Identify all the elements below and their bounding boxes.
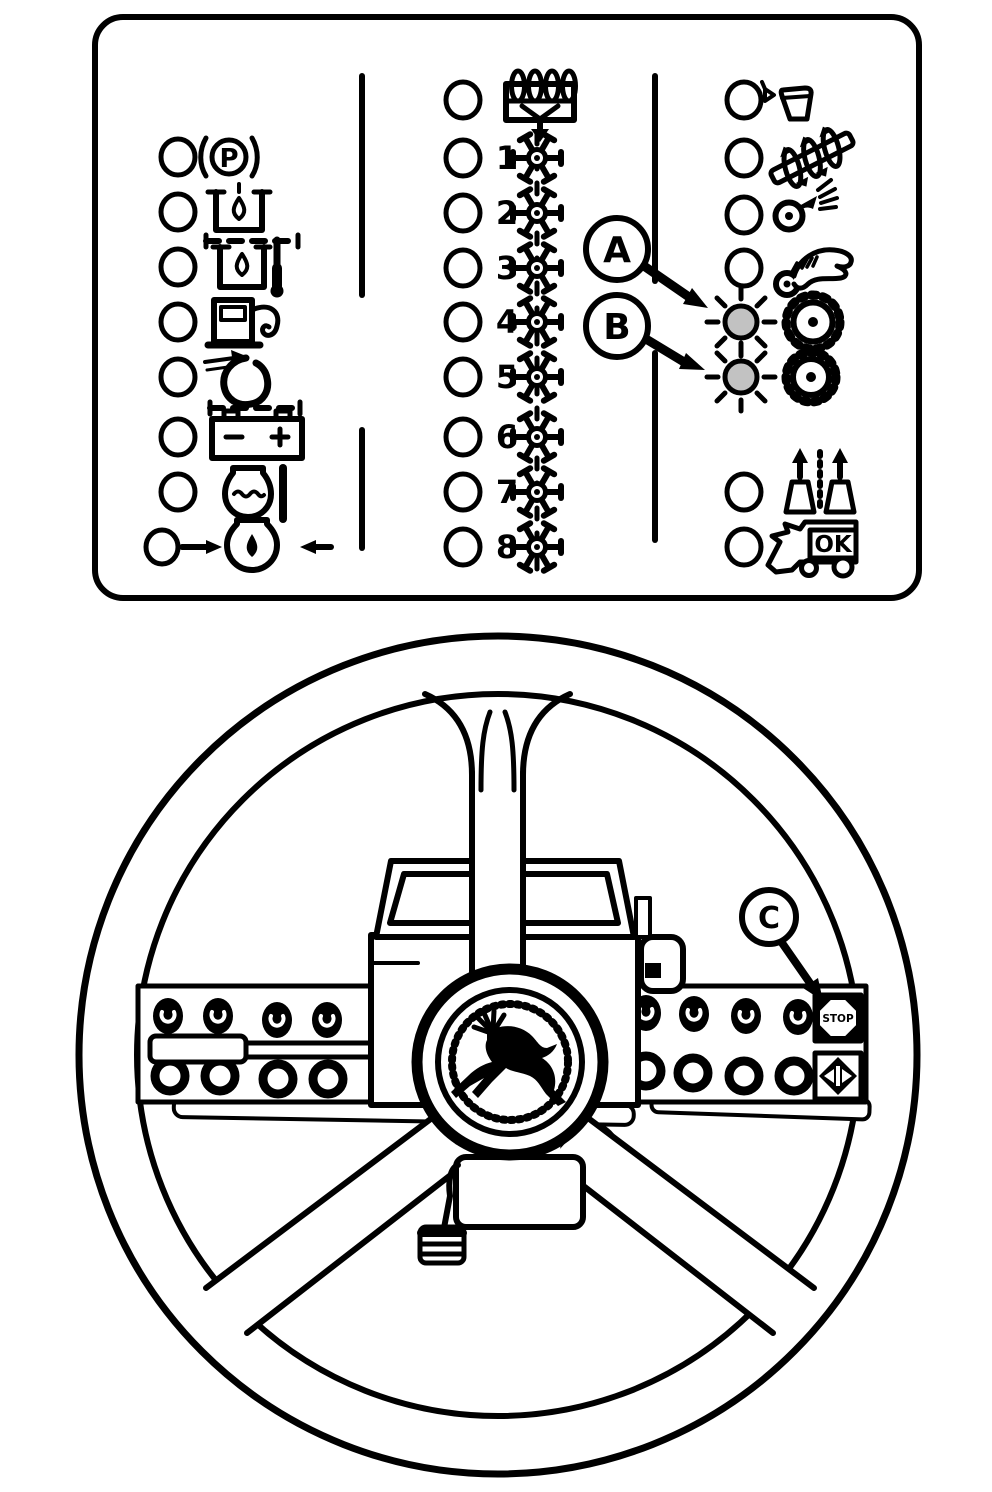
column-handle-latch — [645, 963, 661, 978]
round-button — [678, 1058, 708, 1088]
tilt-pedal — [417, 1224, 467, 1266]
transmission-oil-level-icon — [203, 182, 301, 250]
panel-left-column: P — [143, 135, 334, 573]
console-lever-bar — [243, 1040, 381, 1060]
air-filter-restriction-icon — [203, 350, 303, 417]
callout-a: A — [583, 215, 708, 308]
lamp-parking-brake — [161, 139, 195, 175]
callout-c-label: C — [758, 901, 780, 936]
round-button — [263, 1064, 293, 1094]
diamond-arrows-button — [812, 1050, 864, 1102]
pedal-stem — [441, 1162, 461, 1231]
feed-gear-2-icon — [781, 347, 841, 407]
ok-label: OK — [814, 532, 853, 558]
lamp-marker — [727, 474, 761, 510]
console-lever-handle — [147, 1033, 249, 1065]
row-4: 4 — [446, 298, 561, 346]
lamp-air-filter — [161, 359, 195, 395]
coolant-level-icon — [222, 464, 287, 523]
rotary-knob — [260, 1000, 294, 1040]
parking-brake-glyph: P — [219, 144, 238, 174]
rotary-knob — [151, 996, 185, 1036]
leaping-deer-logo — [451, 1008, 566, 1106]
hopper-level-icon — [760, 80, 814, 122]
row-6: 6 — [446, 413, 561, 461]
wheel-lower-spokes — [203, 1115, 817, 1336]
lamp-battery — [161, 419, 195, 455]
row-number: 6 — [496, 418, 518, 456]
lamp-feed-gear-b — [722, 358, 760, 396]
round-button — [155, 1061, 185, 1091]
row-number: 8 — [496, 528, 518, 566]
panel-right-column: OK — [707, 80, 859, 579]
round-button — [313, 1064, 343, 1094]
lamp-hopper-level — [727, 82, 761, 118]
steering-wheel: STOP — [75, 632, 921, 1478]
row-2: 2 — [446, 189, 561, 237]
row-8: 8 — [446, 523, 561, 571]
oil-filter-flow-icon — [179, 517, 334, 573]
stop-octagon-icon — [816, 996, 860, 1040]
round-button — [729, 1061, 759, 1091]
seed-hopper-auger-icon — [503, 68, 578, 142]
callout-b-label: B — [603, 307, 630, 348]
wheel-top-spoke — [422, 691, 573, 988]
rotary-knob — [310, 1000, 344, 1040]
row-number: 7 — [496, 473, 518, 511]
row-number: 1 — [496, 139, 518, 177]
row-1: 1 — [446, 134, 561, 182]
lamp-seed-auger — [727, 140, 761, 176]
lamp-oil-filter — [143, 527, 181, 567]
row-number: 2 — [496, 194, 518, 232]
feed-gear-icon — [781, 290, 845, 354]
tractor-ok-icon: OK — [765, 519, 859, 579]
rotary-knob — [677, 994, 711, 1034]
column-side-panel — [634, 896, 652, 939]
fuel-pump-icon — [204, 297, 281, 349]
lamp-hopper-auger — [446, 82, 480, 118]
row-number: 5 — [496, 358, 518, 396]
callout-b: B — [583, 292, 705, 370]
blower-arm-icon — [773, 247, 854, 298]
rotary-knob — [729, 996, 763, 1036]
marker-lift-icon — [783, 448, 857, 515]
lamp-oil-temp — [161, 249, 195, 285]
stop-button: STOP — [812, 992, 864, 1044]
column-lower-box — [453, 1154, 586, 1230]
row-3: 3 — [446, 244, 561, 292]
lamp-fan — [727, 197, 761, 233]
parking-brake-icon: P — [198, 135, 260, 179]
callout-a-label: A — [603, 230, 631, 271]
seed-auger-icon — [768, 126, 856, 189]
row-7: 7 — [446, 468, 561, 516]
callout-b-arrowhead — [679, 353, 705, 370]
row-number: 4 — [496, 303, 518, 341]
rotary-knob — [781, 997, 815, 1037]
lamp-coolant — [161, 474, 195, 510]
row-5: 5 — [446, 353, 561, 401]
callout-c: C — [739, 887, 823, 1001]
wheel-hub — [411, 963, 609, 1161]
row-number: 3 — [496, 249, 518, 287]
lamp-blower — [727, 250, 761, 286]
lamp-fuel — [161, 304, 195, 340]
stop-label: STOP — [822, 1013, 854, 1025]
indicator-panel: P — [92, 14, 922, 601]
rotary-knob — [201, 996, 235, 1036]
round-button — [205, 1061, 235, 1091]
lit-lamp-b — [707, 343, 841, 411]
lamp-oil-level — [161, 194, 195, 230]
callout-c-arrowhead — [803, 978, 823, 1001]
lamp-tractor-ok — [727, 529, 761, 565]
oil-temperature-icon — [210, 236, 284, 298]
panel-dividers — [359, 73, 658, 551]
panel-middle-column: 1 2 3 4 5 6 7 8 — [446, 68, 578, 580]
callout-a-arrowhead — [683, 288, 708, 308]
battery-charge-icon — [209, 408, 305, 461]
fan-icon — [772, 178, 839, 233]
round-button — [779, 1061, 809, 1091]
lamp-feed-gear-a — [722, 303, 760, 341]
